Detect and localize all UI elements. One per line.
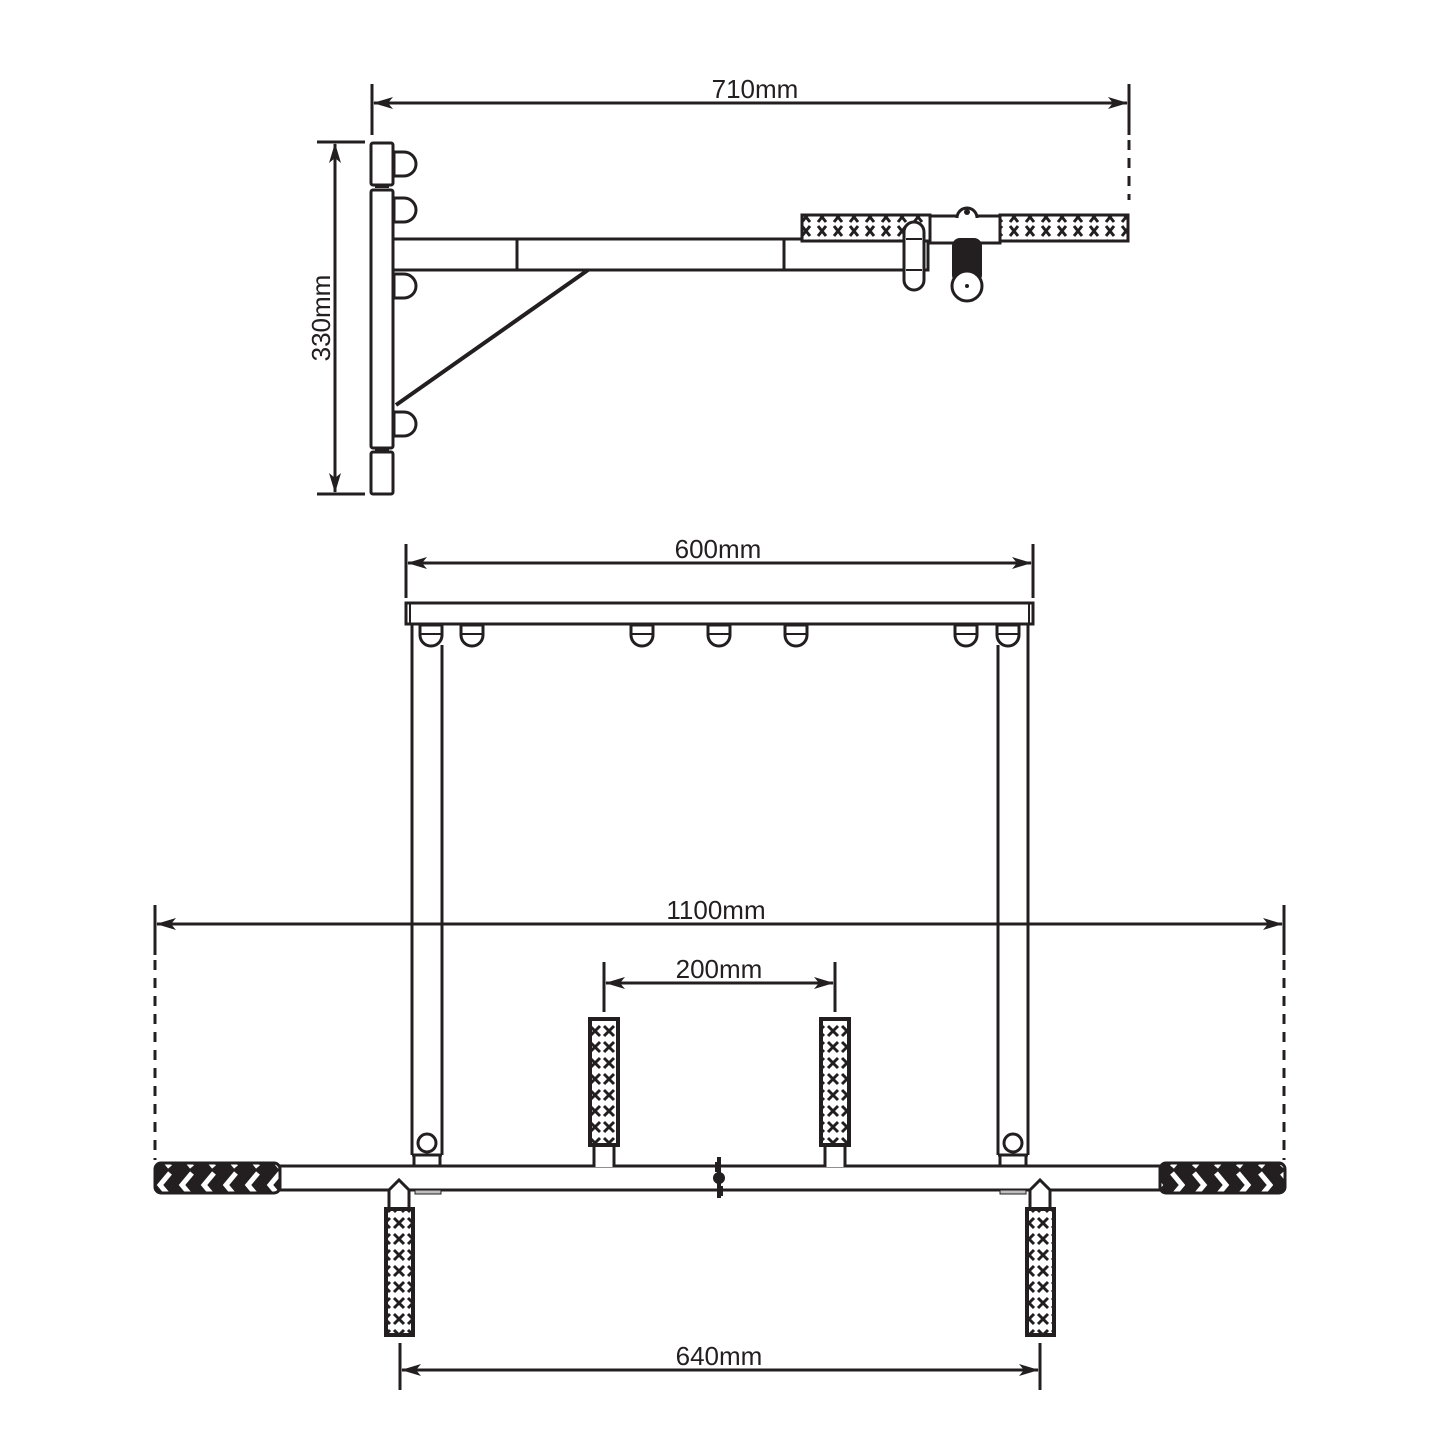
dimension-label-710mm: 710mm bbox=[712, 74, 799, 104]
wall-plate-top bbox=[404, 601, 1035, 626]
dimension-label-200mm: 200mm bbox=[676, 954, 763, 984]
end-grips bbox=[153, 1161, 1287, 1195]
dimension-label-600mm: 600mm bbox=[675, 534, 762, 564]
neutral-grips bbox=[384, 1177, 1056, 1337]
dimension-200mm: 200mm bbox=[602, 954, 837, 1012]
wall-plate-side bbox=[369, 141, 395, 496]
dimension-label-330mm: 330mm bbox=[306, 275, 336, 362]
bolt-heads-top bbox=[418, 623, 1021, 648]
bolt-heads-side bbox=[392, 150, 418, 438]
dimension-640mm: 640mm bbox=[398, 1341, 1042, 1390]
inner-grips bbox=[588, 1017, 851, 1167]
dimension-330mm: 330mm bbox=[306, 140, 365, 496]
top-arms bbox=[410, 625, 1030, 1169]
dimension-label-640mm: 640mm bbox=[676, 1341, 763, 1371]
top-view: 600mm bbox=[153, 534, 1287, 1390]
dimension-label-1100mm: 1100mm bbox=[666, 895, 765, 925]
side-arm bbox=[391, 237, 930, 407]
dimension-600mm: 600mm bbox=[404, 534, 1035, 598]
side-grips bbox=[800, 206, 1130, 303]
dimension-1100mm: 1100mm bbox=[153, 895, 1286, 1160]
side-view: 710mm 330mm bbox=[306, 74, 1131, 496]
dimension-710mm: 710mm bbox=[370, 74, 1131, 200]
